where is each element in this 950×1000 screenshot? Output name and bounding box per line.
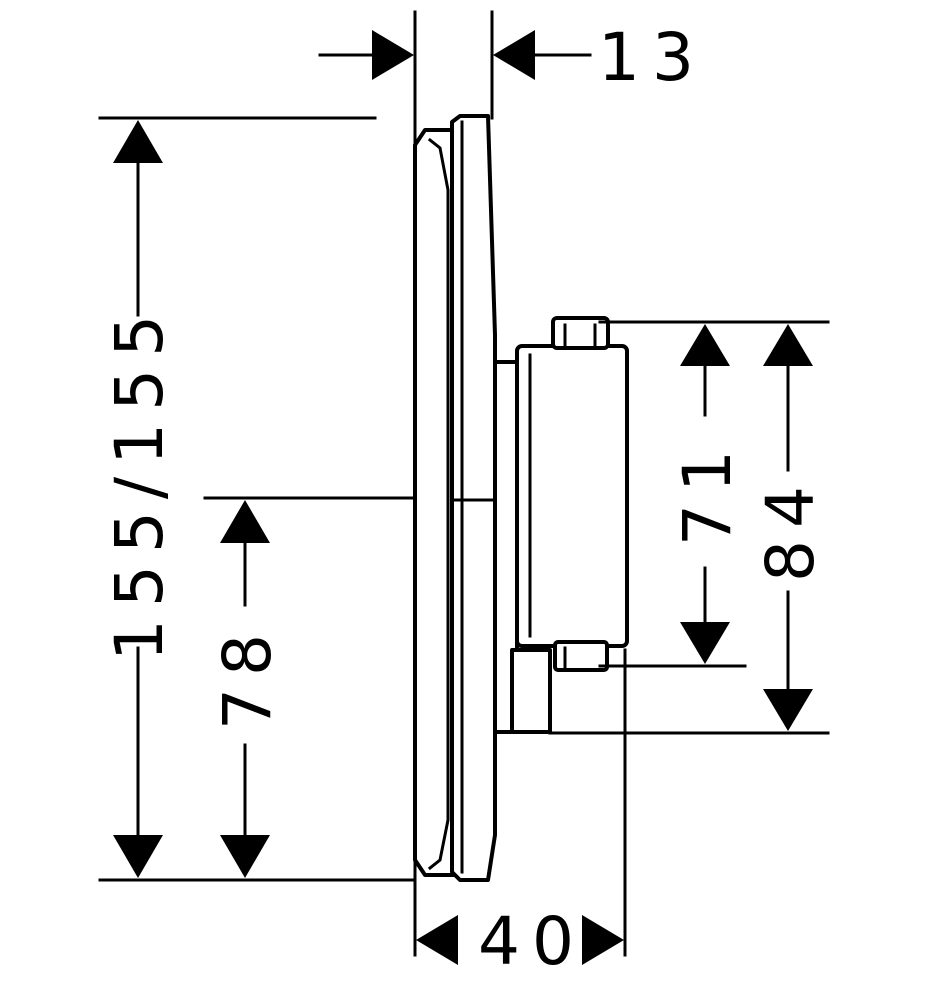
dim-84-label: 84 xyxy=(752,474,829,582)
dim-13-label: 13 xyxy=(598,19,706,96)
cartridge-body xyxy=(515,344,629,648)
product-profile xyxy=(413,114,629,882)
front-plate xyxy=(450,114,497,882)
extension-lines xyxy=(98,10,830,957)
spindle-bottom xyxy=(553,640,609,672)
dim-78: 78 xyxy=(209,500,286,878)
dim-40: 40 xyxy=(416,903,624,980)
back-plate-inner-line xyxy=(427,137,450,871)
dim-13: 13 xyxy=(318,19,706,96)
dim-78-label: 78 xyxy=(209,622,286,730)
dim-40-label: 40 xyxy=(478,903,586,980)
dim-71: 71 xyxy=(669,324,746,664)
dim-84: 84 xyxy=(752,324,829,731)
dim-155-label: 155/155 xyxy=(101,303,178,661)
body-lower-box xyxy=(510,648,552,734)
dim-71-label: 71 xyxy=(669,438,746,546)
dim-155: 155/155 xyxy=(101,120,178,878)
